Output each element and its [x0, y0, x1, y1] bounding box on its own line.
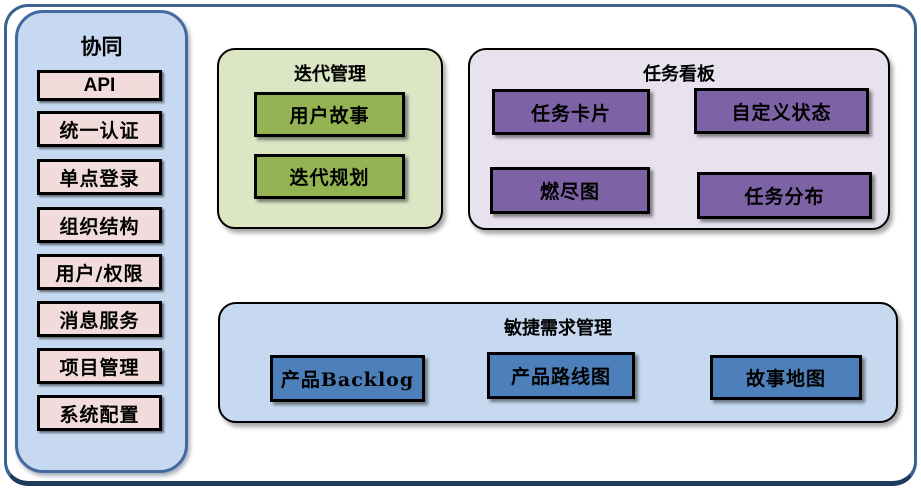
sidebar-collaboration: 协同 API 统一认证 单点登录 组织结构 用户/权限 消息服务 项目管理 系统…	[15, 10, 188, 473]
card-product-backlog: 产品Backlog	[270, 355, 425, 402]
group-taskboard-title: 任务看板	[643, 64, 715, 84]
card-custom-status: 自定义状态	[694, 88, 869, 134]
card-product-roadmap: 产品路线图	[487, 352, 635, 399]
card-user-story: 用户故事	[254, 92, 405, 137]
sidebar-item-user-permission: 用户/权限	[37, 254, 162, 290]
group-iteration-title: 迭代管理	[294, 64, 366, 84]
group-agile-requirements: 敏捷需求管理 产品Backlog 产品路线图 故事地图	[218, 302, 898, 423]
sidebar-item-single-sign-on: 单点登录	[37, 159, 162, 195]
card-task-card: 任务卡片	[492, 89, 650, 135]
sidebar-item-system-config: 系统配置	[37, 395, 162, 431]
group-agile-title: 敏捷需求管理	[504, 318, 612, 338]
group-iteration-management: 迭代管理 用户故事 迭代规划	[217, 48, 443, 229]
card-story-map: 故事地图	[710, 355, 862, 400]
card-iteration-planning: 迭代规划	[254, 154, 405, 199]
sidebar-item-project-management: 项目管理	[37, 348, 162, 384]
group-task-board: 任务看板 任务卡片 自定义状态 燃尽图 任务分布	[468, 48, 890, 230]
card-task-distribution: 任务分布	[697, 172, 872, 219]
sidebar-title: 协同	[80, 36, 123, 59]
sidebar-item-message-service: 消息服务	[37, 301, 162, 337]
sidebar-item-org-structure: 组织结构	[37, 207, 162, 243]
sidebar-item-unified-auth: 统一认证	[37, 111, 162, 147]
sidebar-item-api: API	[37, 70, 162, 101]
card-burndown-chart: 燃尽图	[490, 167, 650, 214]
